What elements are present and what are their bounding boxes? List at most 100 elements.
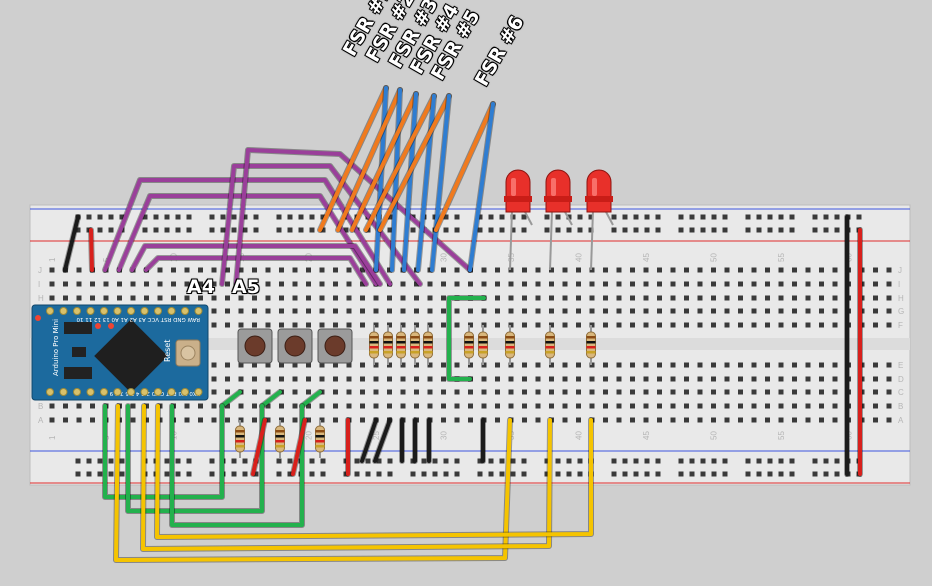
hole bbox=[738, 389, 743, 395]
board-name: Arduino Pro Mini bbox=[52, 319, 60, 376]
rail-hole bbox=[175, 458, 181, 464]
rail-hole bbox=[778, 458, 784, 464]
hole bbox=[684, 417, 689, 423]
hole bbox=[76, 417, 82, 423]
led-resistor-2-band bbox=[545, 341, 555, 344]
hole bbox=[778, 417, 784, 423]
rail-hole bbox=[86, 214, 92, 220]
hole bbox=[805, 281, 811, 287]
hole bbox=[549, 308, 554, 314]
hole bbox=[549, 362, 554, 368]
rail-hole bbox=[544, 214, 550, 220]
hole bbox=[576, 362, 581, 368]
hole bbox=[441, 417, 446, 423]
hole bbox=[603, 267, 608, 273]
hole bbox=[238, 308, 244, 314]
hole bbox=[576, 376, 581, 382]
row-letter: J bbox=[38, 266, 42, 275]
led-resistor-1-body bbox=[505, 331, 515, 359]
rail-hole bbox=[320, 214, 326, 220]
hole bbox=[198, 295, 203, 301]
rail-hole bbox=[320, 227, 326, 233]
hole bbox=[468, 403, 473, 409]
rail-hole bbox=[555, 214, 561, 220]
led-1 bbox=[505, 169, 531, 213]
hole bbox=[441, 362, 446, 368]
hole bbox=[562, 295, 568, 301]
rail-hole bbox=[577, 471, 583, 477]
rail-hole bbox=[499, 227, 505, 233]
fsr-resistor-4-band bbox=[410, 351, 420, 354]
hole bbox=[225, 417, 230, 423]
hole bbox=[562, 322, 568, 328]
hole bbox=[562, 376, 568, 382]
column-number: 20 bbox=[305, 431, 314, 440]
rail-hole bbox=[209, 227, 215, 233]
rail-hole bbox=[655, 471, 661, 477]
hole bbox=[360, 362, 365, 368]
header-pin bbox=[181, 388, 189, 396]
hole bbox=[616, 308, 622, 314]
rail-hole bbox=[343, 227, 349, 233]
hole bbox=[751, 403, 757, 409]
fsr-resistor-5-band bbox=[423, 336, 433, 339]
hole bbox=[603, 281, 608, 287]
hole bbox=[306, 362, 311, 368]
hole bbox=[697, 281, 703, 287]
hole bbox=[792, 376, 797, 382]
hole bbox=[414, 281, 419, 287]
hole bbox=[225, 389, 230, 395]
rail-hole bbox=[108, 458, 114, 464]
column-number: 35 bbox=[507, 431, 516, 440]
hole bbox=[697, 322, 703, 328]
header-pin bbox=[181, 307, 189, 315]
hole bbox=[535, 267, 541, 273]
fsr-resistor-4-band bbox=[410, 341, 420, 344]
rail-hole bbox=[812, 227, 818, 233]
hole bbox=[684, 267, 689, 273]
rail-hole bbox=[789, 471, 795, 477]
hole bbox=[751, 362, 757, 368]
hole bbox=[198, 403, 203, 409]
rail-hole bbox=[756, 227, 762, 233]
rail-hole bbox=[488, 214, 494, 220]
hole bbox=[130, 281, 136, 287]
rail-hole bbox=[544, 471, 550, 477]
hole bbox=[508, 376, 514, 382]
rail-hole bbox=[544, 458, 550, 464]
green-wire-btn3 bbox=[300, 390, 322, 408]
hole bbox=[805, 362, 811, 368]
hole bbox=[360, 295, 365, 301]
hole bbox=[792, 281, 797, 287]
hole bbox=[238, 295, 244, 301]
rail-hole bbox=[387, 214, 393, 220]
rail-hole bbox=[164, 471, 170, 477]
hole bbox=[400, 389, 406, 395]
button-resistor-2-band bbox=[275, 440, 285, 443]
rail-hole bbox=[209, 214, 215, 220]
hole bbox=[819, 417, 824, 423]
hole bbox=[211, 281, 217, 287]
hole bbox=[562, 267, 568, 273]
hole bbox=[373, 322, 379, 328]
hole bbox=[144, 403, 149, 409]
hole bbox=[130, 295, 136, 301]
rail-hole bbox=[86, 458, 92, 464]
rail-hole bbox=[454, 227, 460, 233]
rail-hole bbox=[644, 227, 650, 233]
hole bbox=[292, 281, 298, 287]
jumper-resistor-2-band bbox=[478, 346, 488, 349]
rail-hole bbox=[477, 471, 483, 477]
rail-hole bbox=[711, 227, 717, 233]
rail-hole bbox=[700, 214, 706, 220]
rail-hole bbox=[142, 227, 148, 233]
fsr-wire-4b bbox=[416, 94, 436, 272]
rail-hole bbox=[555, 458, 561, 464]
hole bbox=[441, 281, 446, 287]
hole bbox=[346, 389, 352, 395]
hole bbox=[306, 389, 311, 395]
hole bbox=[535, 362, 541, 368]
hole bbox=[387, 389, 392, 395]
hole bbox=[225, 295, 230, 301]
hole bbox=[873, 362, 878, 368]
